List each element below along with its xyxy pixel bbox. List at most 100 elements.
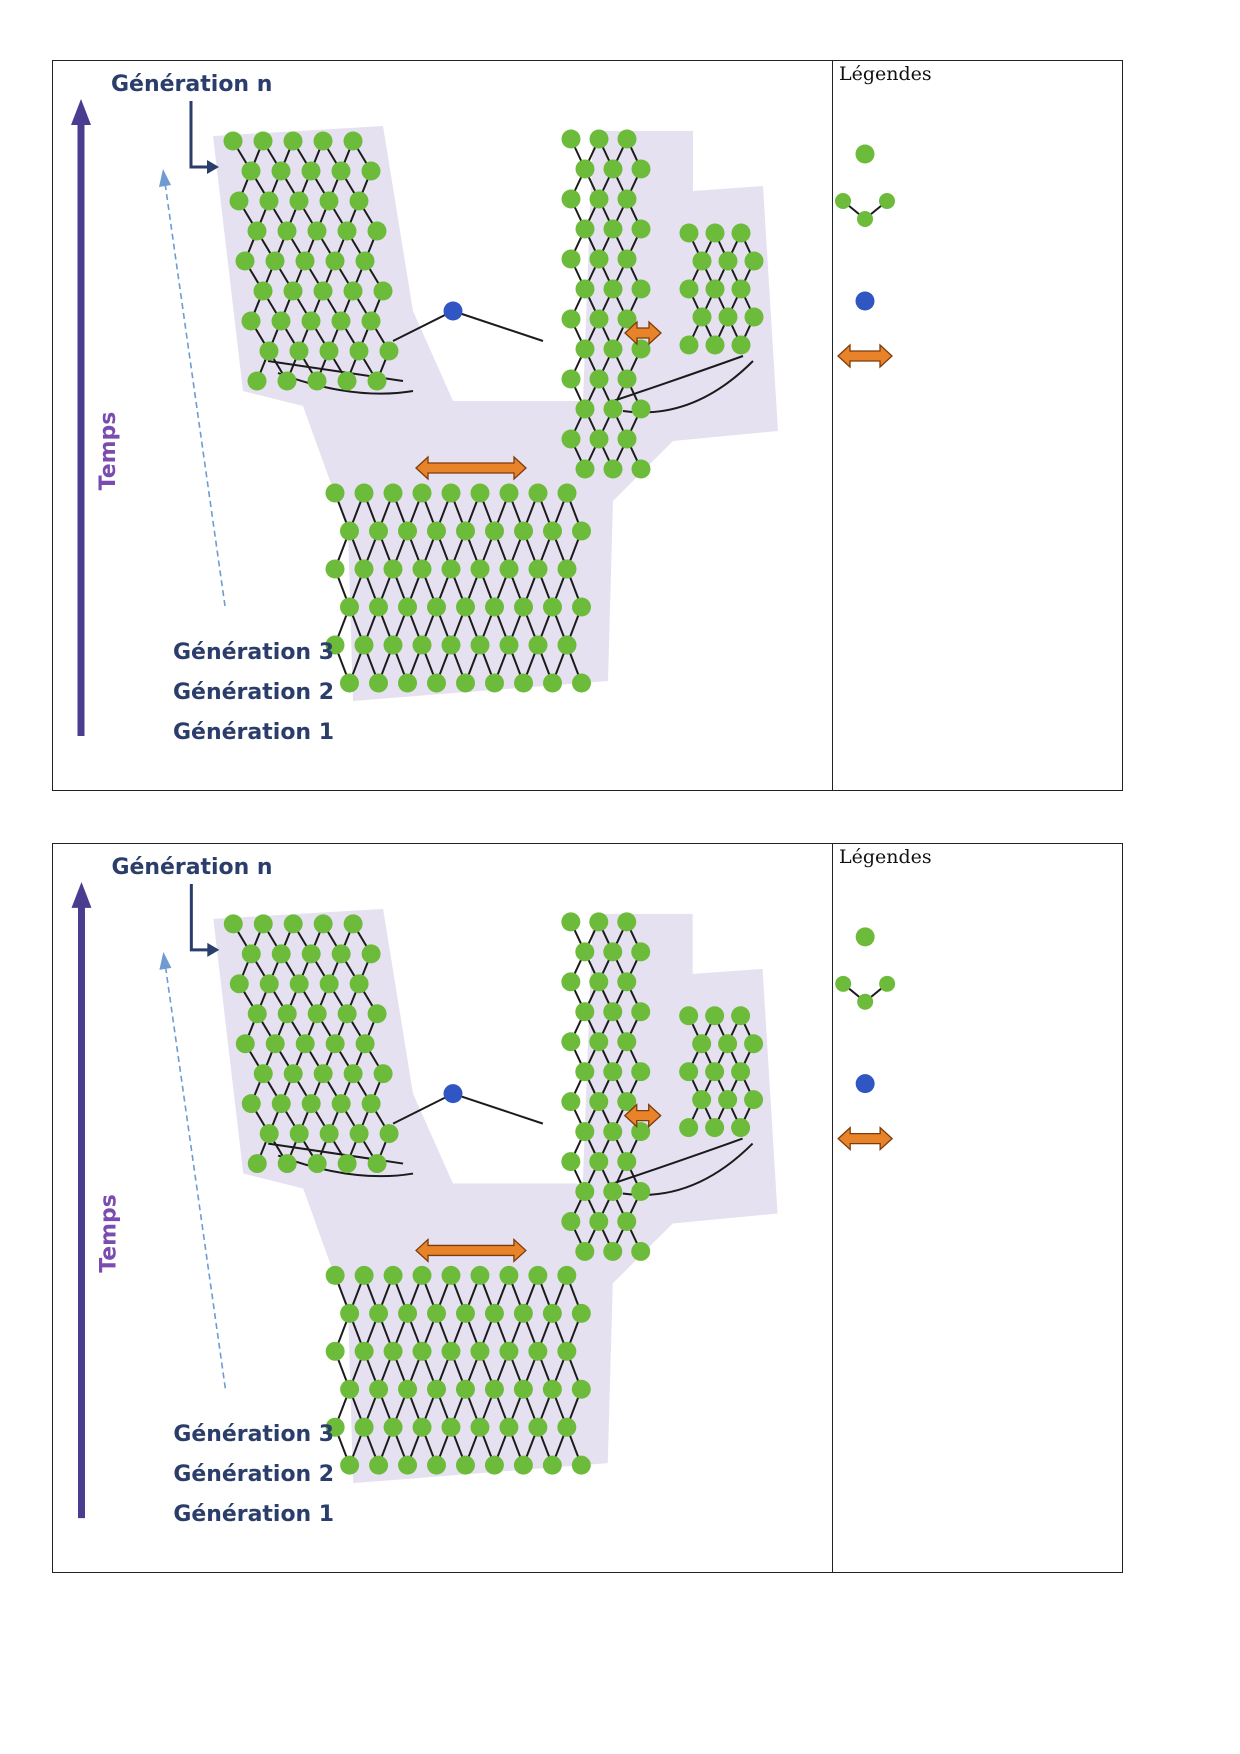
individual-node <box>313 914 333 934</box>
individual-node <box>354 1265 374 1285</box>
gene-flow-arrow <box>415 1237 527 1263</box>
generation-n-label: Génération n <box>111 855 272 880</box>
individual-node <box>325 1341 345 1361</box>
individual-node <box>295 251 315 271</box>
individual-node <box>369 1303 389 1323</box>
individual-node <box>470 1417 490 1437</box>
individual-node <box>718 251 738 271</box>
individual-node <box>383 1265 403 1285</box>
individual-node <box>470 483 490 503</box>
individual-node <box>229 191 249 211</box>
individual-node <box>301 311 321 331</box>
individual-node <box>603 1002 623 1022</box>
individual-node <box>325 635 345 655</box>
individual-node <box>247 371 267 391</box>
individual-node <box>561 1092 581 1112</box>
individual-node <box>319 974 339 994</box>
individual-node <box>340 1379 360 1399</box>
individual-node <box>557 635 577 655</box>
individual-node <box>277 221 297 241</box>
individual-node <box>603 159 623 179</box>
individual-node <box>313 281 333 301</box>
individual-node <box>499 483 519 503</box>
gene-flow-arrow <box>415 455 527 481</box>
individual-node <box>349 974 369 994</box>
dashed-trend-line <box>164 965 227 1389</box>
generation-n-pointer-head <box>207 942 220 957</box>
individual-node <box>603 279 623 299</box>
hybridization-lines <box>267 355 754 414</box>
individual-node <box>542 1455 562 1475</box>
individual-node <box>484 1303 504 1323</box>
individual-node <box>241 311 261 331</box>
individual-node <box>631 459 651 479</box>
individual-node <box>617 1152 637 1172</box>
individual-node <box>485 673 504 693</box>
individual-node <box>455 1455 475 1475</box>
individual-node <box>295 1034 315 1054</box>
individual-node <box>631 1002 651 1022</box>
individual-node <box>307 221 327 241</box>
individual-node <box>589 189 609 209</box>
individual-node <box>361 311 381 331</box>
individual-node <box>441 1417 461 1437</box>
individual-node <box>379 341 399 361</box>
individual-node <box>499 559 519 579</box>
individual-node <box>705 1118 725 1138</box>
legend-icons <box>835 144 895 369</box>
individual-node <box>575 399 595 419</box>
individual-node <box>283 281 303 301</box>
individual-node <box>617 189 637 209</box>
individual-node <box>340 521 359 541</box>
phylogeny-figure: Génération n Génération 3 Génération 2 G… <box>71 855 778 1527</box>
individual-node <box>289 341 309 361</box>
individual-node <box>561 369 581 389</box>
green-circle-icon <box>855 144 875 164</box>
individual-node <box>427 521 446 541</box>
individual-node <box>631 1241 651 1261</box>
individual-node <box>705 1062 725 1082</box>
individual-node <box>427 1455 446 1475</box>
individual-node <box>470 1341 490 1361</box>
individual-node <box>331 311 351 331</box>
individual-node <box>470 635 490 655</box>
individual-node <box>718 1034 738 1054</box>
individual-node <box>589 369 609 389</box>
individual-node <box>561 309 581 329</box>
individual-node <box>575 339 595 359</box>
individual-node <box>373 281 393 301</box>
dashed-trend-arrowhead <box>159 951 172 970</box>
time-axis-label: Temps <box>96 412 121 491</box>
individual-node <box>325 559 345 579</box>
individual-node <box>528 559 548 579</box>
individual-node <box>484 1379 504 1399</box>
individual-node <box>354 1417 374 1437</box>
double-arrow-icon <box>837 1126 894 1152</box>
individual-node <box>441 1341 461 1361</box>
individual-node <box>692 251 712 271</box>
individual-node <box>367 371 387 391</box>
legend-title: Légendes <box>839 846 932 868</box>
individual-node <box>542 1303 562 1323</box>
individual-node <box>241 944 261 964</box>
individual-node <box>379 1124 399 1144</box>
individual-node <box>427 1379 446 1399</box>
individual-node <box>398 1379 418 1399</box>
individual-node <box>441 483 461 503</box>
individual-node <box>561 972 581 992</box>
individual-node <box>731 279 751 299</box>
individual-node <box>337 221 357 241</box>
individual-node <box>455 1379 475 1399</box>
individual-node <box>575 1182 595 1202</box>
individual-node <box>331 1094 351 1114</box>
individual-node <box>528 635 548 655</box>
individual-node <box>589 1032 609 1052</box>
individual-node <box>589 1092 609 1112</box>
individual-node <box>575 1122 595 1142</box>
time-axis-arrowhead <box>71 881 92 908</box>
individual-node <box>572 521 591 541</box>
individual-node <box>589 309 609 329</box>
individual-node <box>499 1341 519 1361</box>
individual-node <box>253 131 273 151</box>
individual-node <box>744 1034 764 1054</box>
